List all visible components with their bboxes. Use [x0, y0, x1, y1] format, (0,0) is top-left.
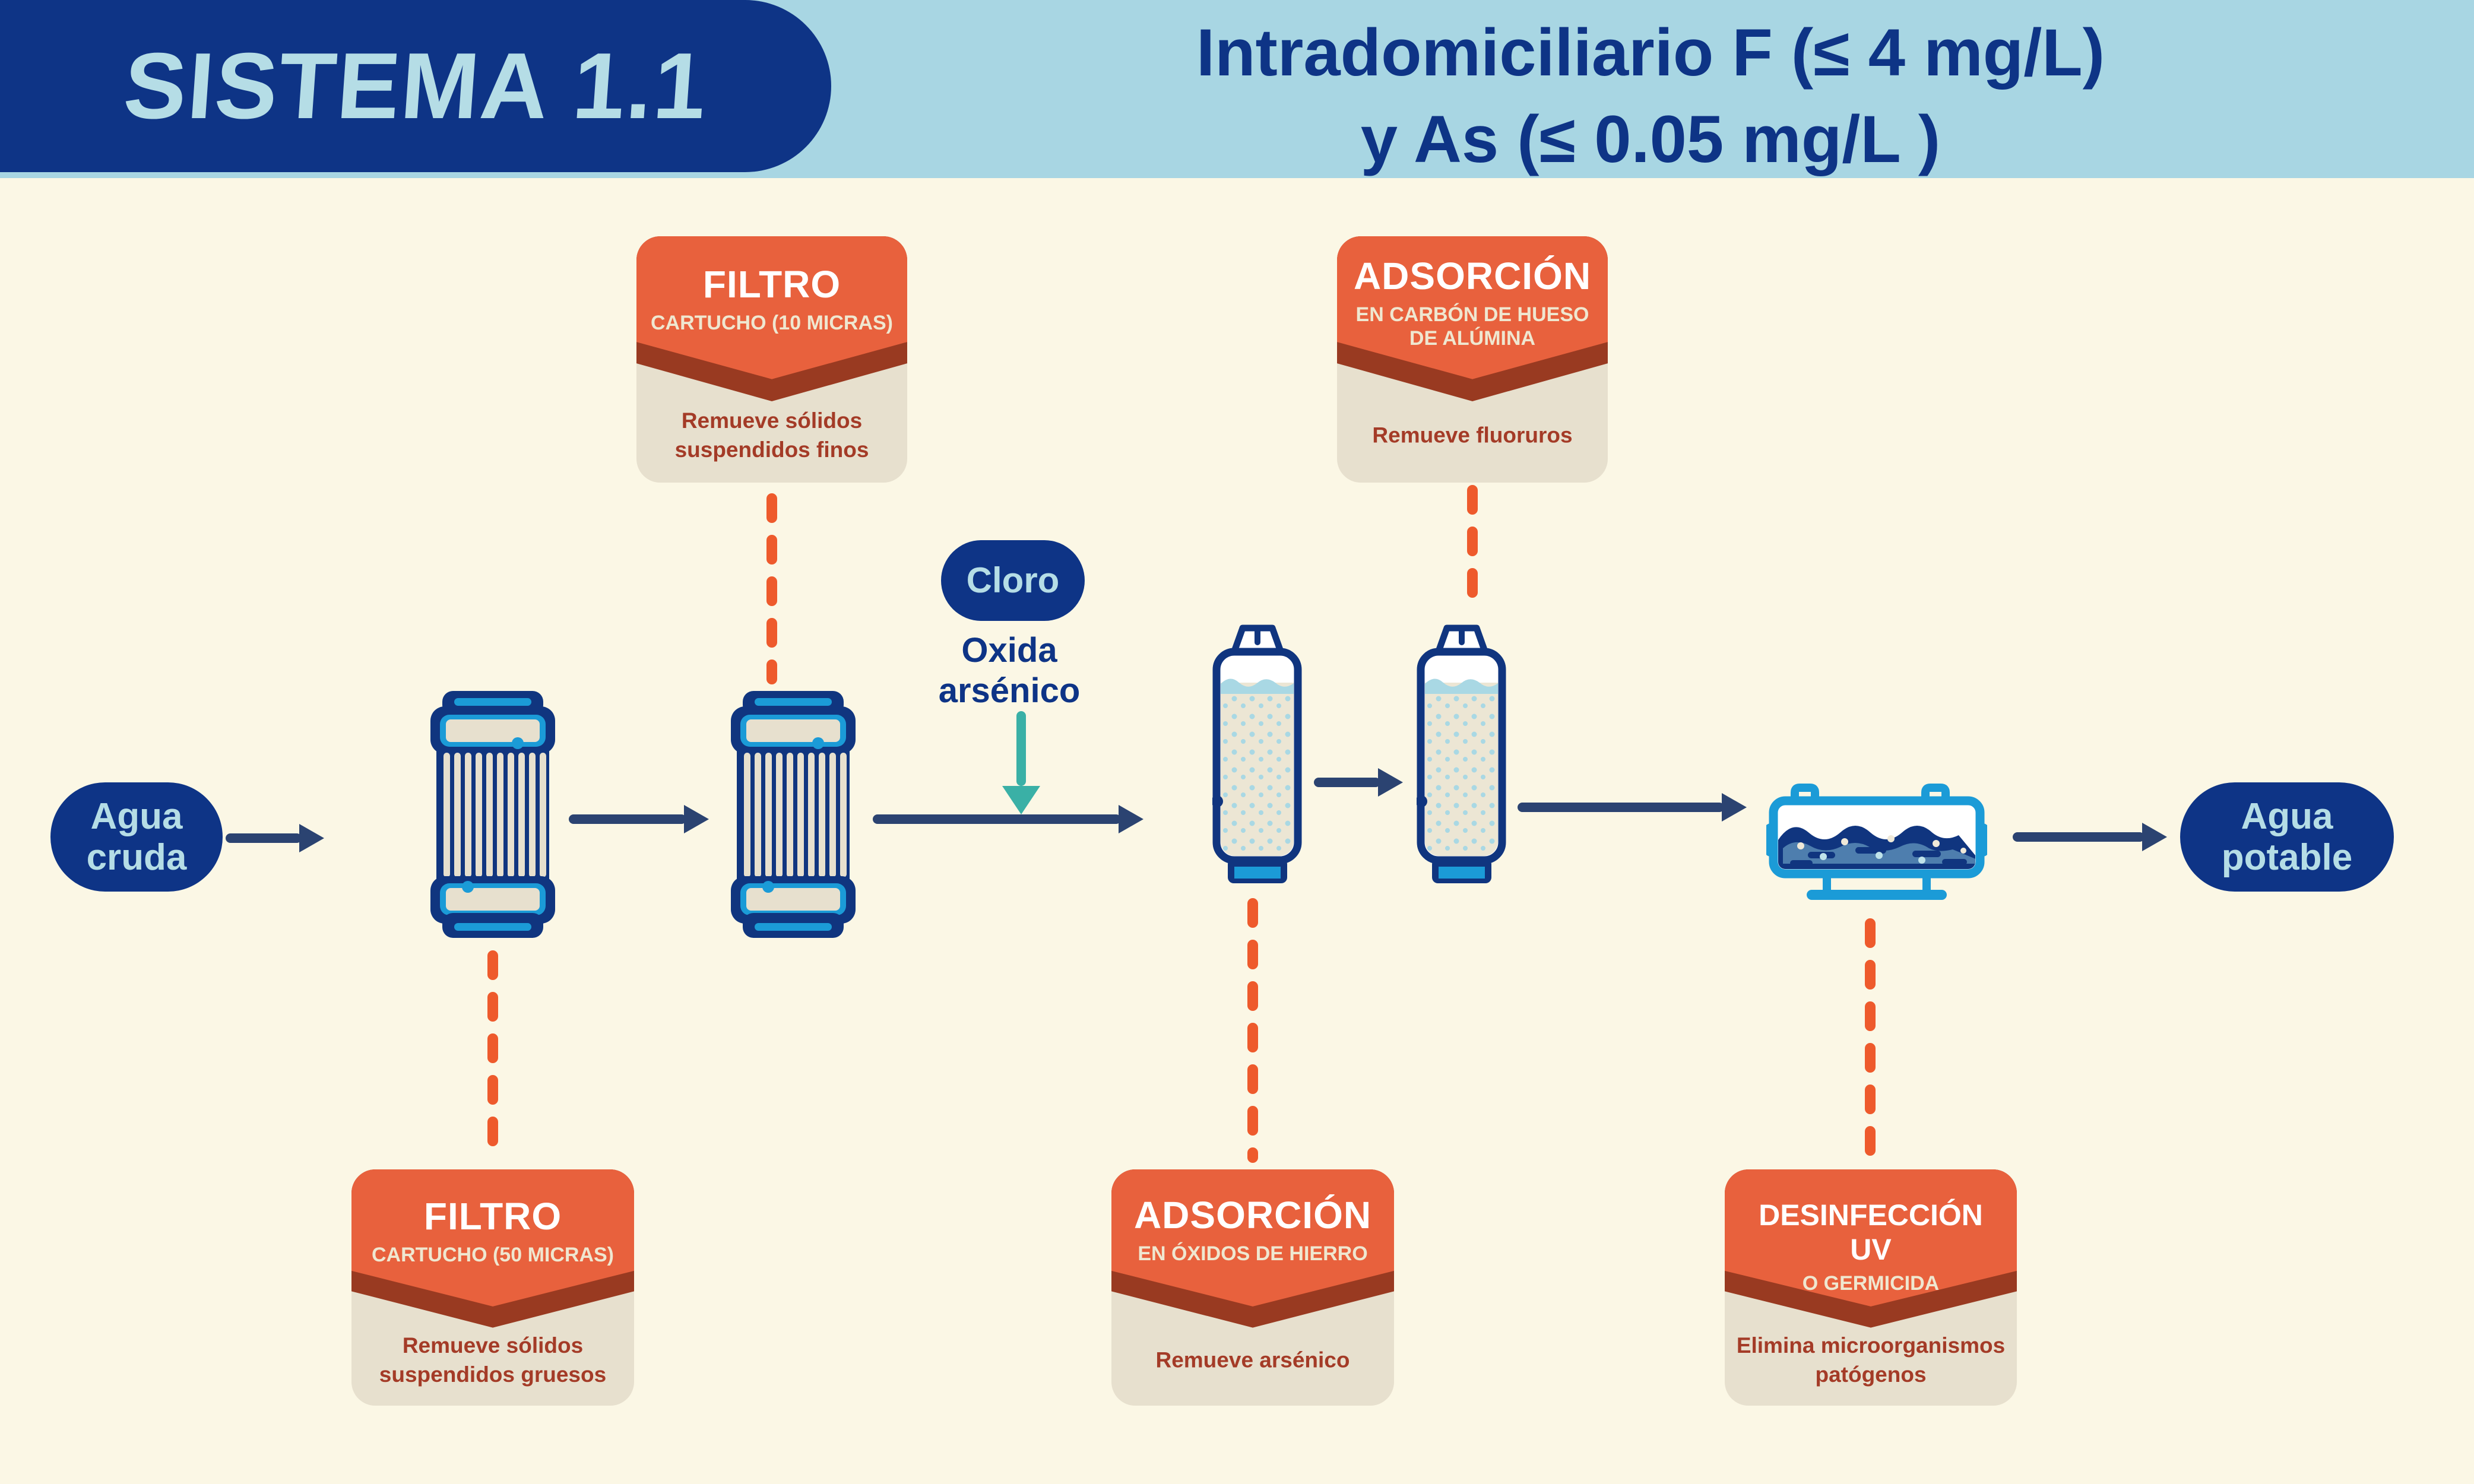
flow-arrow-icon — [2013, 832, 2144, 842]
chlorine-down-arrow-icon — [1002, 711, 1040, 814]
uv-disinfection-icon — [1766, 784, 1987, 900]
filter-cartridge-icon — [430, 691, 555, 938]
callout-title: ADSORCIÓN — [1353, 255, 1592, 297]
callout-headings: FILTRO CARTUCHO (10 MICRAS) — [648, 236, 895, 335]
flow-arrow-icon — [1314, 778, 1380, 787]
callout-subtitle: EN ÓXIDOS DE HIERRO — [1138, 1242, 1368, 1265]
callout-subtitle: O GERMICIDA — [1802, 1272, 1940, 1295]
raw-water-line1: Agua — [90, 795, 183, 837]
callout-description: Remueve sólidos suspendidos gruesos — [379, 1333, 607, 1387]
adsorption-tank-icon — [1212, 624, 1302, 883]
potable-water-pill: Agua potable — [2180, 782, 2394, 892]
page-title: Intradomiciliario F (≤ 4 mg/L) y As (≤ 0… — [1057, 9, 2244, 182]
callout-title: ADSORCIÓN — [1133, 1194, 1372, 1236]
callout-title: DESINFECCIÓN UV — [1759, 1198, 1983, 1266]
callout-description: Elimina microorganismos patógenos — [1736, 1333, 2006, 1387]
chlorine-label: Cloro — [966, 560, 1060, 601]
flow-arrow-icon — [873, 814, 1121, 824]
callout-filtro-50-micras: FILTRO CARTUCHO (50 MICRAS) Remueve sóli… — [351, 1169, 634, 1406]
callout-title: FILTRO — [702, 263, 841, 306]
page-title-line1: Intradomiciliario F (≤ 4 mg/L) — [1196, 15, 2105, 90]
callout-adsorcion-alumina: ADSORCIÓN EN CARBÓN DE HUESO DE ALÚMINA … — [1337, 236, 1608, 483]
potable-water-line1: Agua — [2241, 795, 2333, 837]
callout-subtitle: CARTUCHO (50 MICRAS) — [372, 1244, 614, 1266]
callout-description: Remueve sólidos suspendidos finos — [674, 408, 869, 462]
callout-desinfeccion-uv: DESINFECCIÓN UV O GERMICIDA Elimina micr… — [1725, 1169, 2017, 1406]
callout-description: Remueve arsénico — [1155, 1347, 1350, 1372]
potable-water-line2: potable — [2221, 837, 2353, 878]
raw-water-pill: Agua cruda — [50, 782, 223, 892]
flow-arrow-icon — [226, 833, 302, 843]
callout-adsorcion-hierro: ADSORCIÓN EN ÓXIDOS DE HIERRO Remueve ar… — [1111, 1169, 1394, 1406]
page-title-line2: y As (≤ 0.05 mg/L ) — [1360, 102, 1941, 176]
chlorine-note: Oxida arsénico — [879, 630, 1140, 712]
callout-headings: DESINFECCIÓN UV O GERMICIDA — [1737, 1169, 2005, 1295]
dashed-connector — [1865, 918, 1876, 1162]
callout-subtitle: CARTUCHO (10 MICRAS) — [651, 312, 893, 334]
raw-water-line2: cruda — [86, 837, 187, 878]
callout-headings: ADSORCIÓN EN CARBÓN DE HUESO DE ALÚMINA — [1349, 236, 1596, 350]
callout-headings: ADSORCIÓN EN ÓXIDOS DE HIERRO — [1123, 1169, 1382, 1266]
dashed-connector — [1467, 485, 1478, 617]
chlorine-pill: Cloro — [941, 540, 1085, 621]
dashed-connector — [487, 950, 498, 1165]
callout-filtro-10-micras: FILTRO CARTUCHO (10 MICRAS) Remueve sóli… — [636, 236, 907, 483]
system-badge: SISTEMA 1.1 — [0, 0, 831, 172]
callout-title: FILTRO — [423, 1195, 562, 1238]
callout-description: Remueve fluoruros — [1372, 423, 1573, 448]
callout-subtitle: EN CARBÓN DE HUESO DE ALÚMINA — [1355, 303, 1589, 350]
flow-arrow-icon — [569, 814, 686, 824]
flow-arrow-icon — [1518, 803, 1724, 812]
filter-cartridge-icon — [731, 691, 856, 938]
chlorine-note-line2: arsénico — [938, 671, 1081, 711]
dashed-connector — [1247, 898, 1258, 1163]
callout-headings: FILTRO CARTUCHO (50 MICRAS) — [363, 1169, 622, 1267]
dashed-connector — [766, 493, 777, 684]
system-badge-label: SISTEMA 1.1 — [120, 33, 711, 138]
chlorine-note-line1: Oxida — [961, 631, 1057, 670]
adsorption-tank-icon — [1417, 624, 1506, 883]
